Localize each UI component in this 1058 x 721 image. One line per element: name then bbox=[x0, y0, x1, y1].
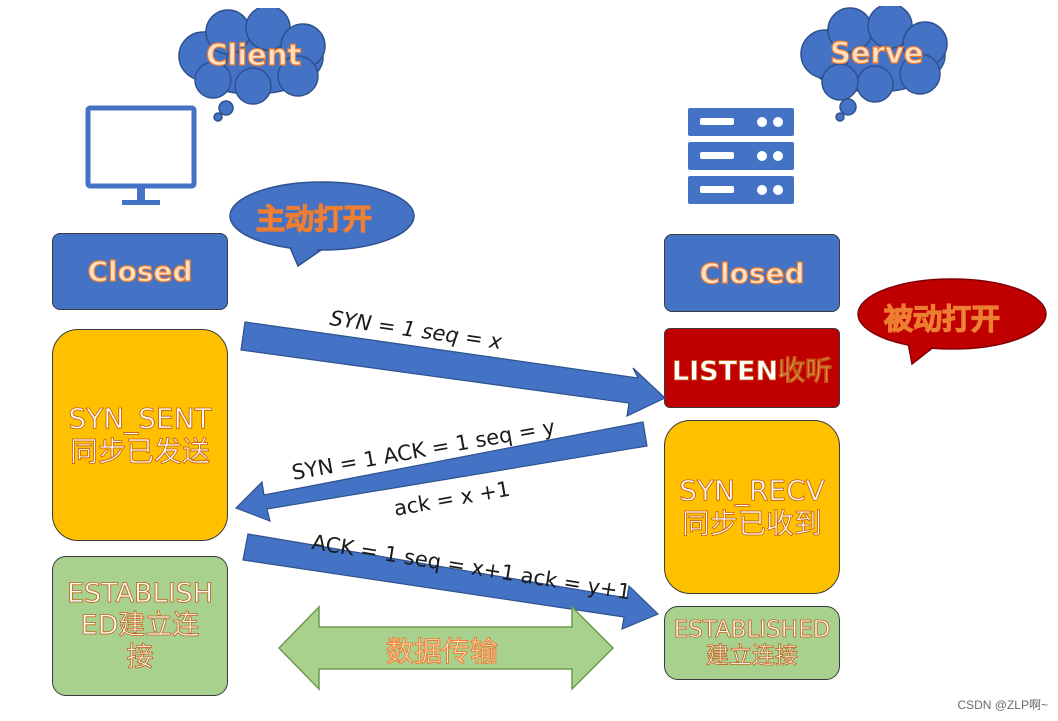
client-label: Client bbox=[205, 37, 302, 72]
client-established-line1: ESTABLISH bbox=[66, 578, 214, 610]
server-icon bbox=[688, 108, 794, 204]
syn-recv-line2: 同步已收到 bbox=[681, 507, 823, 541]
server-established-line2: 建立连接 bbox=[706, 643, 799, 670]
server-label: Serve bbox=[829, 35, 924, 70]
server-listen-state: LISTEN收听 bbox=[664, 328, 840, 408]
server-cloud bbox=[800, 6, 948, 122]
client-closed-label: Closed bbox=[87, 254, 193, 288]
active-open-label: 主动打开 bbox=[255, 201, 373, 236]
server-listen-label: LISTEN收听 bbox=[671, 355, 833, 387]
active-open-bubble bbox=[229, 181, 415, 268]
data-transfer-arrow bbox=[277, 605, 615, 691]
server-established-state: ESTABLISHED 建立连接 bbox=[664, 606, 840, 680]
client-closed-state: Closed bbox=[52, 233, 228, 310]
syn-recv-line1: SYN_RECV bbox=[679, 473, 825, 508]
syn-ack-arrow bbox=[234, 421, 648, 522]
server-established-line1: ESTABLISHED bbox=[673, 616, 831, 643]
data-transfer-label: 数据传输 bbox=[385, 635, 499, 669]
client-established-line2: ED建立连 bbox=[80, 610, 200, 642]
client-cloud bbox=[178, 8, 326, 122]
client-established-line3: 接 bbox=[126, 641, 154, 674]
server-closed-state: Closed bbox=[664, 234, 840, 312]
syn-sent-line1: SYN_SENT bbox=[68, 401, 212, 436]
server-syn-recv-state: SYN_RECV 同步已收到 bbox=[664, 420, 840, 594]
watermark: CSDN @ZLP啊~ bbox=[957, 698, 1048, 712]
passive-open-label: 被动打开 bbox=[883, 301, 1001, 336]
server-closed-label: Closed bbox=[699, 256, 805, 290]
syn-sent-line2: 同步已发送 bbox=[69, 435, 211, 469]
syn-arrow bbox=[240, 321, 667, 418]
client-syn-sent-state: SYN_SENT 同步已发送 bbox=[52, 329, 228, 541]
passive-open-bubble bbox=[857, 278, 1047, 366]
ack-arrow bbox=[242, 533, 660, 630]
monitor-icon bbox=[85, 105, 197, 205]
client-established-state: ESTABLISH ED建立连 接 bbox=[52, 556, 228, 696]
